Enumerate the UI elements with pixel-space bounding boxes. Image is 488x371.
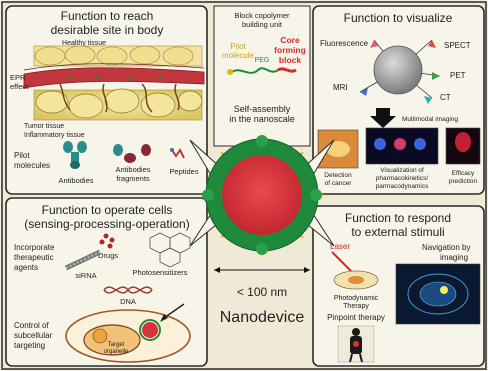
peptides-label: Peptides xyxy=(169,167,198,176)
panel-self-assembly: Block copolymer building unit Pilot mole… xyxy=(214,6,310,146)
pilot-molecules-line1: Pilot xyxy=(14,151,30,160)
operate-title-line1: Function to operate cells xyxy=(42,203,173,217)
ct-label: CT xyxy=(440,93,451,102)
size-label: < 100 nm xyxy=(237,285,287,299)
pilot-molecule-line1: Pilot xyxy=(230,42,246,51)
panel-visualize: Function to visualize Fluorescence SPECT… xyxy=(313,6,484,194)
control-line2: subcellular xyxy=(14,331,53,340)
navigation-line2: imaging xyxy=(440,253,468,262)
block-copolymer-line2: building unit xyxy=(242,20,283,29)
core-forming-line3: block xyxy=(279,55,301,65)
detection-line1: Detection xyxy=(324,172,352,179)
tumor-label-line1: Tumor tissue xyxy=(24,123,64,130)
efficacy-line1: Efficacy xyxy=(452,170,475,177)
target-organelle-line2: organelle xyxy=(104,349,129,355)
operate-title-line2: (sensing-processing-operation) xyxy=(24,217,189,231)
photodynamic-line1: Photodynamic xyxy=(334,295,379,302)
fragments-label-line2: fragments xyxy=(116,174,150,183)
pilot-molecules-line2: molecules xyxy=(14,161,50,170)
navigation-line1: Navigation by xyxy=(422,243,470,252)
reach-title-line2: desirable site in body xyxy=(51,23,164,37)
target-organelle-line1: Target xyxy=(108,342,125,348)
panel-operate-cells: Function to operate cells (sensing-proce… xyxy=(6,198,207,366)
detection-line2: of cancer xyxy=(325,180,353,187)
visualize-title: Function to visualize xyxy=(344,11,453,25)
visualization-line1: Visualization of xyxy=(380,167,424,174)
photosensitizers-label: Photosensitizers xyxy=(132,268,187,277)
navigation-imaging-thumbnail xyxy=(396,264,480,324)
visualization-line3: parmacodynamics xyxy=(376,183,429,190)
fragments-label-line1: Antibodies xyxy=(115,165,150,174)
incorporate-line1: Incorporate xyxy=(14,243,55,252)
photodynamic-line2: Therapy xyxy=(343,303,369,310)
incorporate-line2: therapeutic xyxy=(14,253,54,262)
block-copolymer-line1: Block copolymer xyxy=(234,11,290,20)
epr-label-line1: EPR xyxy=(10,73,26,82)
sirna-label: siRNA xyxy=(75,271,96,280)
self-assembly-line1: Self-assembly xyxy=(234,104,291,114)
drugs-label: Drugs xyxy=(98,251,118,260)
reach-title-line1: Function to reach xyxy=(61,9,154,23)
pet-label: PET xyxy=(450,71,466,80)
dna-label: DNA xyxy=(120,297,136,306)
pilot-molecule-line2: molecule xyxy=(222,51,255,60)
nanodevice-label: Nanodevice xyxy=(220,309,305,326)
control-line3: targeting xyxy=(14,341,45,350)
respond-title-line1: Function to respond xyxy=(345,211,451,225)
epr-label-line2: effect xyxy=(10,82,29,91)
peg-label: PEG xyxy=(255,57,270,64)
panel-respond-stimuli: Function to respond to external stimuli … xyxy=(313,206,484,366)
visualization-line2: pharmacokinetics/ xyxy=(376,175,429,182)
self-assembly-line2: in the nanoscale xyxy=(229,114,295,124)
control-line1: Control of xyxy=(14,321,49,330)
efficacy-line2: prediction xyxy=(449,178,478,185)
panel-reach-site: Function to reach desirable site in body… xyxy=(6,6,207,194)
fluorescence-label: Fluorescence xyxy=(320,39,369,48)
core-forming-line2: forming xyxy=(274,45,306,55)
antibodies-label: Antibodies xyxy=(58,176,93,185)
core-forming-line1: Core xyxy=(280,35,300,45)
multimodal-label: Multimodal imaging xyxy=(402,116,458,123)
incorporate-line3: agents xyxy=(14,263,38,272)
respond-title-line2: to external stimuli xyxy=(351,225,444,239)
laser-label: Laser xyxy=(330,242,350,251)
patient-body-icon xyxy=(338,326,374,362)
tumor-label-line2: Inflammatory tissue xyxy=(24,132,85,139)
mri-label: MRI xyxy=(333,83,348,92)
spect-label: SPECT xyxy=(444,41,471,50)
pinpoint-therapy-label: Pinpoint therapy xyxy=(327,313,385,322)
